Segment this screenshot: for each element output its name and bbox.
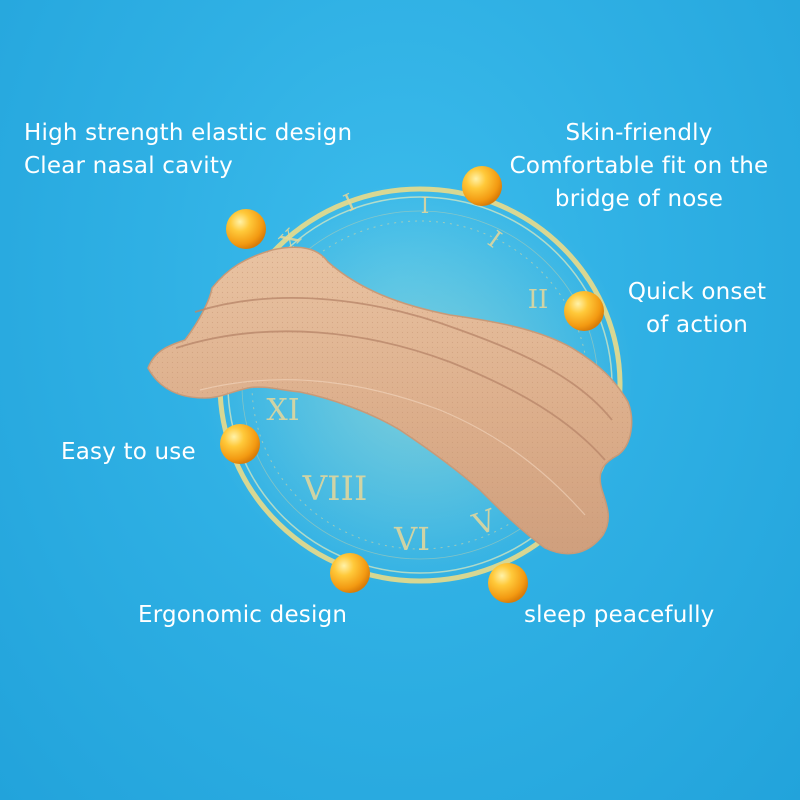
clock-numeral: II xyxy=(528,285,549,315)
feature-text: Skin-friendly xyxy=(565,120,713,146)
orange-sphere-icon xyxy=(330,553,370,593)
feature-label-left: Easy to use xyxy=(61,436,196,469)
feature-text: Clear nasal cavity xyxy=(24,153,233,179)
feature-text: Quick onset xyxy=(627,279,767,305)
feature-label-right: Quick onset of action xyxy=(624,276,770,342)
orange-sphere-icon xyxy=(220,424,260,464)
feature-label-bottom-left: Ergonomic design xyxy=(138,599,347,632)
feature-text: Easy to use xyxy=(61,439,196,465)
feature-text: Comfortable fit on the xyxy=(509,153,769,179)
feature-label-bottom-right: sleep peacefully xyxy=(524,599,715,632)
feature-text: of action xyxy=(645,312,749,338)
feature-label-top-left: High strength elastic design Clear nasal… xyxy=(24,117,352,183)
clock-numeral: VIII xyxy=(302,469,368,509)
clock-numeral: I xyxy=(421,194,430,219)
feature-text: High strength elastic design xyxy=(24,120,353,146)
nasal-strip-icon xyxy=(147,246,633,555)
feature-label-top-right: Skin-friendly Comfortable fit on the bri… xyxy=(505,117,773,216)
feature-text: bridge of nose xyxy=(554,186,724,212)
orange-sphere-icon xyxy=(462,166,502,206)
orange-sphere-icon xyxy=(564,291,604,331)
clock-numeral: VI xyxy=(393,520,430,558)
orange-sphere-icon xyxy=(488,563,528,603)
clock-numeral: XI xyxy=(266,393,299,428)
feature-text: Ergonomic design xyxy=(138,602,348,628)
feature-text: sleep peacefully xyxy=(524,602,715,628)
orange-sphere-icon xyxy=(226,209,266,249)
